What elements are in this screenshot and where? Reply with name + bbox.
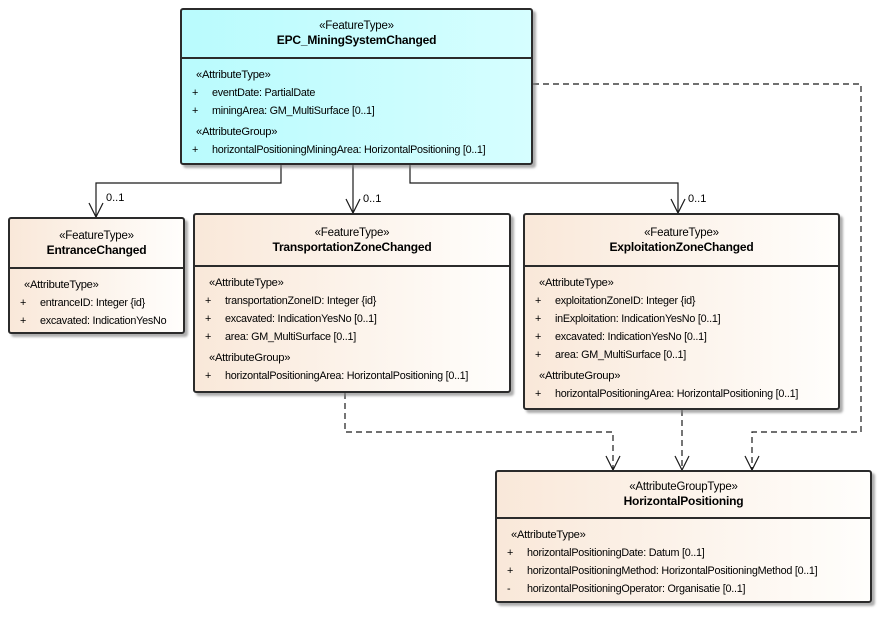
attribute-text: horizontalPositioningMiningArea: Horizon…	[212, 144, 486, 156]
attribute-compartment: «AttributeType» + exploitationZoneID: In…	[525, 267, 838, 403]
visibility-sign: +	[192, 87, 199, 99]
class-name: EntranceChanged	[46, 242, 147, 257]
attribute-text: exploitationZoneID: Integer {id}	[555, 295, 696, 307]
visibility-sign: +	[192, 105, 199, 117]
attribute-row: + inExploitation: IndicationYesNo [0..1]	[525, 310, 838, 328]
section-heading: «AttributeType»	[539, 277, 614, 289]
class-box-entrance-changed[interactable]: «FeatureType» EntranceChanged «Attribute…	[8, 217, 185, 334]
visibility-sign: +	[205, 331, 212, 343]
visibility-sign: +	[205, 370, 212, 382]
visibility-sign: +	[535, 313, 542, 325]
attribute-row: + horizontalPositioningArea: HorizontalP…	[525, 385, 838, 403]
stereotype-label: «AttributeGroupType»	[629, 481, 738, 493]
class-name: EPC_MiningSystemChanged	[276, 33, 437, 47]
association-to-exploitation	[409, 165, 679, 213]
class-box-exploitation-zone-changed[interactable]: «FeatureType» ExploitationZoneChanged «A…	[523, 213, 840, 410]
visibility-sign: +	[20, 297, 27, 309]
stereotype-label: «FeatureType»	[59, 229, 134, 242]
attribute-row: + exploitationZoneID: Integer {id}	[525, 292, 838, 310]
visibility-sign: +	[535, 331, 542, 343]
stereotype-label: «FeatureType»	[644, 226, 719, 239]
dependency-transportation-to-horizontalpositioning	[344, 393, 614, 470]
attribute-row: + excavated: IndicationYesNo	[10, 312, 183, 330]
visibility-sign: +	[535, 388, 542, 400]
attribute-row: + horizontalPositioningDate: Datum [0..1…	[497, 544, 870, 562]
class-box-transportation-zone-changed[interactable]: «FeatureType» TransportationZoneChanged …	[193, 213, 511, 393]
multiplicity-label: 0..1	[688, 193, 707, 205]
attribute-text: horizontalPositioningArea: HorizontalPos…	[555, 388, 799, 400]
class-box-epc-mining-system-changed[interactable]: «FeatureType» EPC_MiningSystemChanged «A…	[180, 8, 533, 165]
visibility-sign: +	[535, 295, 542, 307]
attribute-row: + miningArea: GM_MultiSurface [0..1]	[182, 102, 531, 120]
stereotype-label: «FeatureType»	[314, 226, 390, 239]
attribute-compartment: «AttributeType» + horizontalPositioningD…	[497, 519, 870, 598]
attribute-row: + horizontalPositioningMiningArea: Horiz…	[182, 141, 531, 159]
attribute-row: - horizontalPositioningOperator: Organis…	[497, 580, 870, 598]
attribute-text: entranceID: Integer {id}	[40, 297, 146, 309]
attribute-row: + excavated: IndicationYesNo [0..1]	[525, 328, 838, 346]
visibility-sign: +	[205, 313, 212, 325]
attribute-text: horizontalPositioningMethod: HorizontalP…	[527, 565, 818, 577]
section-heading: «AttributeType»	[196, 69, 271, 81]
attribute-row: + area: GM_MultiSurface [0..1]	[195, 328, 509, 346]
stereotype-label: «FeatureType»	[319, 20, 394, 32]
attribute-compartment: «AttributeType» + entranceID: Integer {i…	[10, 269, 183, 330]
attribute-row: + transportationZoneID: Integer {id}	[195, 292, 509, 310]
visibility-sign: +	[20, 315, 27, 327]
class-box-horizontal-positioning[interactable]: «AttributeGroupType» HorizontalPositioni…	[495, 470, 872, 603]
class-name: TransportationZoneChanged	[272, 239, 432, 254]
attribute-text: horizontalPositioningOperator: Organisat…	[527, 583, 746, 595]
attribute-text: horizontalPositioningArea: HorizontalPos…	[225, 370, 469, 382]
visibility-sign: +	[507, 547, 514, 559]
visibility-sign: -	[507, 583, 511, 595]
section-heading: «AttributeGroup»	[209, 352, 291, 364]
section-heading: «AttributeGroup»	[539, 370, 621, 382]
class-name: HorizontalPositioning	[623, 494, 744, 508]
visibility-sign: +	[507, 565, 514, 577]
section-heading: «AttributeGroup»	[196, 126, 278, 138]
attribute-compartment: «AttributeType» + eventDate: PartialDate…	[182, 59, 531, 159]
attribute-row: + area: GM_MultiSurface [0..1]	[525, 346, 838, 364]
attribute-row: + horizontalPositioningMethod: Horizonta…	[497, 562, 870, 580]
visibility-sign: +	[205, 295, 212, 307]
attribute-text: inExploitation: IndicationYesNo [0..1]	[555, 313, 721, 325]
association-to-entrance	[95, 165, 282, 217]
attribute-text: area: GM_MultiSurface [0..1]	[225, 331, 357, 343]
attribute-text: transportationZoneID: Integer {id}	[225, 295, 377, 307]
attribute-row: + horizontalPositioningArea: HorizontalP…	[195, 367, 509, 385]
attribute-text: excavated: IndicationYesNo	[40, 315, 167, 327]
attribute-row: + entranceID: Integer {id}	[10, 294, 183, 312]
dependency-mining-to-horizontalpositioning	[533, 83, 862, 470]
visibility-sign: +	[192, 144, 199, 156]
attribute-text: miningArea: GM_MultiSurface [0..1]	[212, 105, 375, 117]
attribute-text: horizontalPositioningDate: Datum [0..1]	[527, 547, 705, 559]
multiplicity-label: 0..1	[106, 192, 125, 204]
section-heading: «AttributeType»	[24, 279, 99, 291]
section-heading: «AttributeType»	[209, 277, 284, 289]
section-heading: «AttributeType»	[511, 529, 586, 541]
attribute-row: + eventDate: PartialDate	[182, 84, 531, 102]
attribute-text: eventDate: PartialDate	[212, 87, 316, 99]
attribute-compartment: «AttributeType» + transportationZoneID: …	[195, 267, 509, 385]
attribute-text: area: GM_MultiSurface [0..1]	[555, 349, 687, 361]
class-name: ExploitationZoneChanged	[609, 239, 754, 254]
attribute-row: + excavated: IndicationYesNo [0..1]	[195, 310, 509, 328]
visibility-sign: +	[535, 349, 542, 361]
multiplicity-label: 0..1	[363, 193, 382, 205]
attribute-text: excavated: IndicationYesNo [0..1]	[555, 331, 707, 343]
attribute-text: excavated: IndicationYesNo [0..1]	[225, 313, 377, 325]
